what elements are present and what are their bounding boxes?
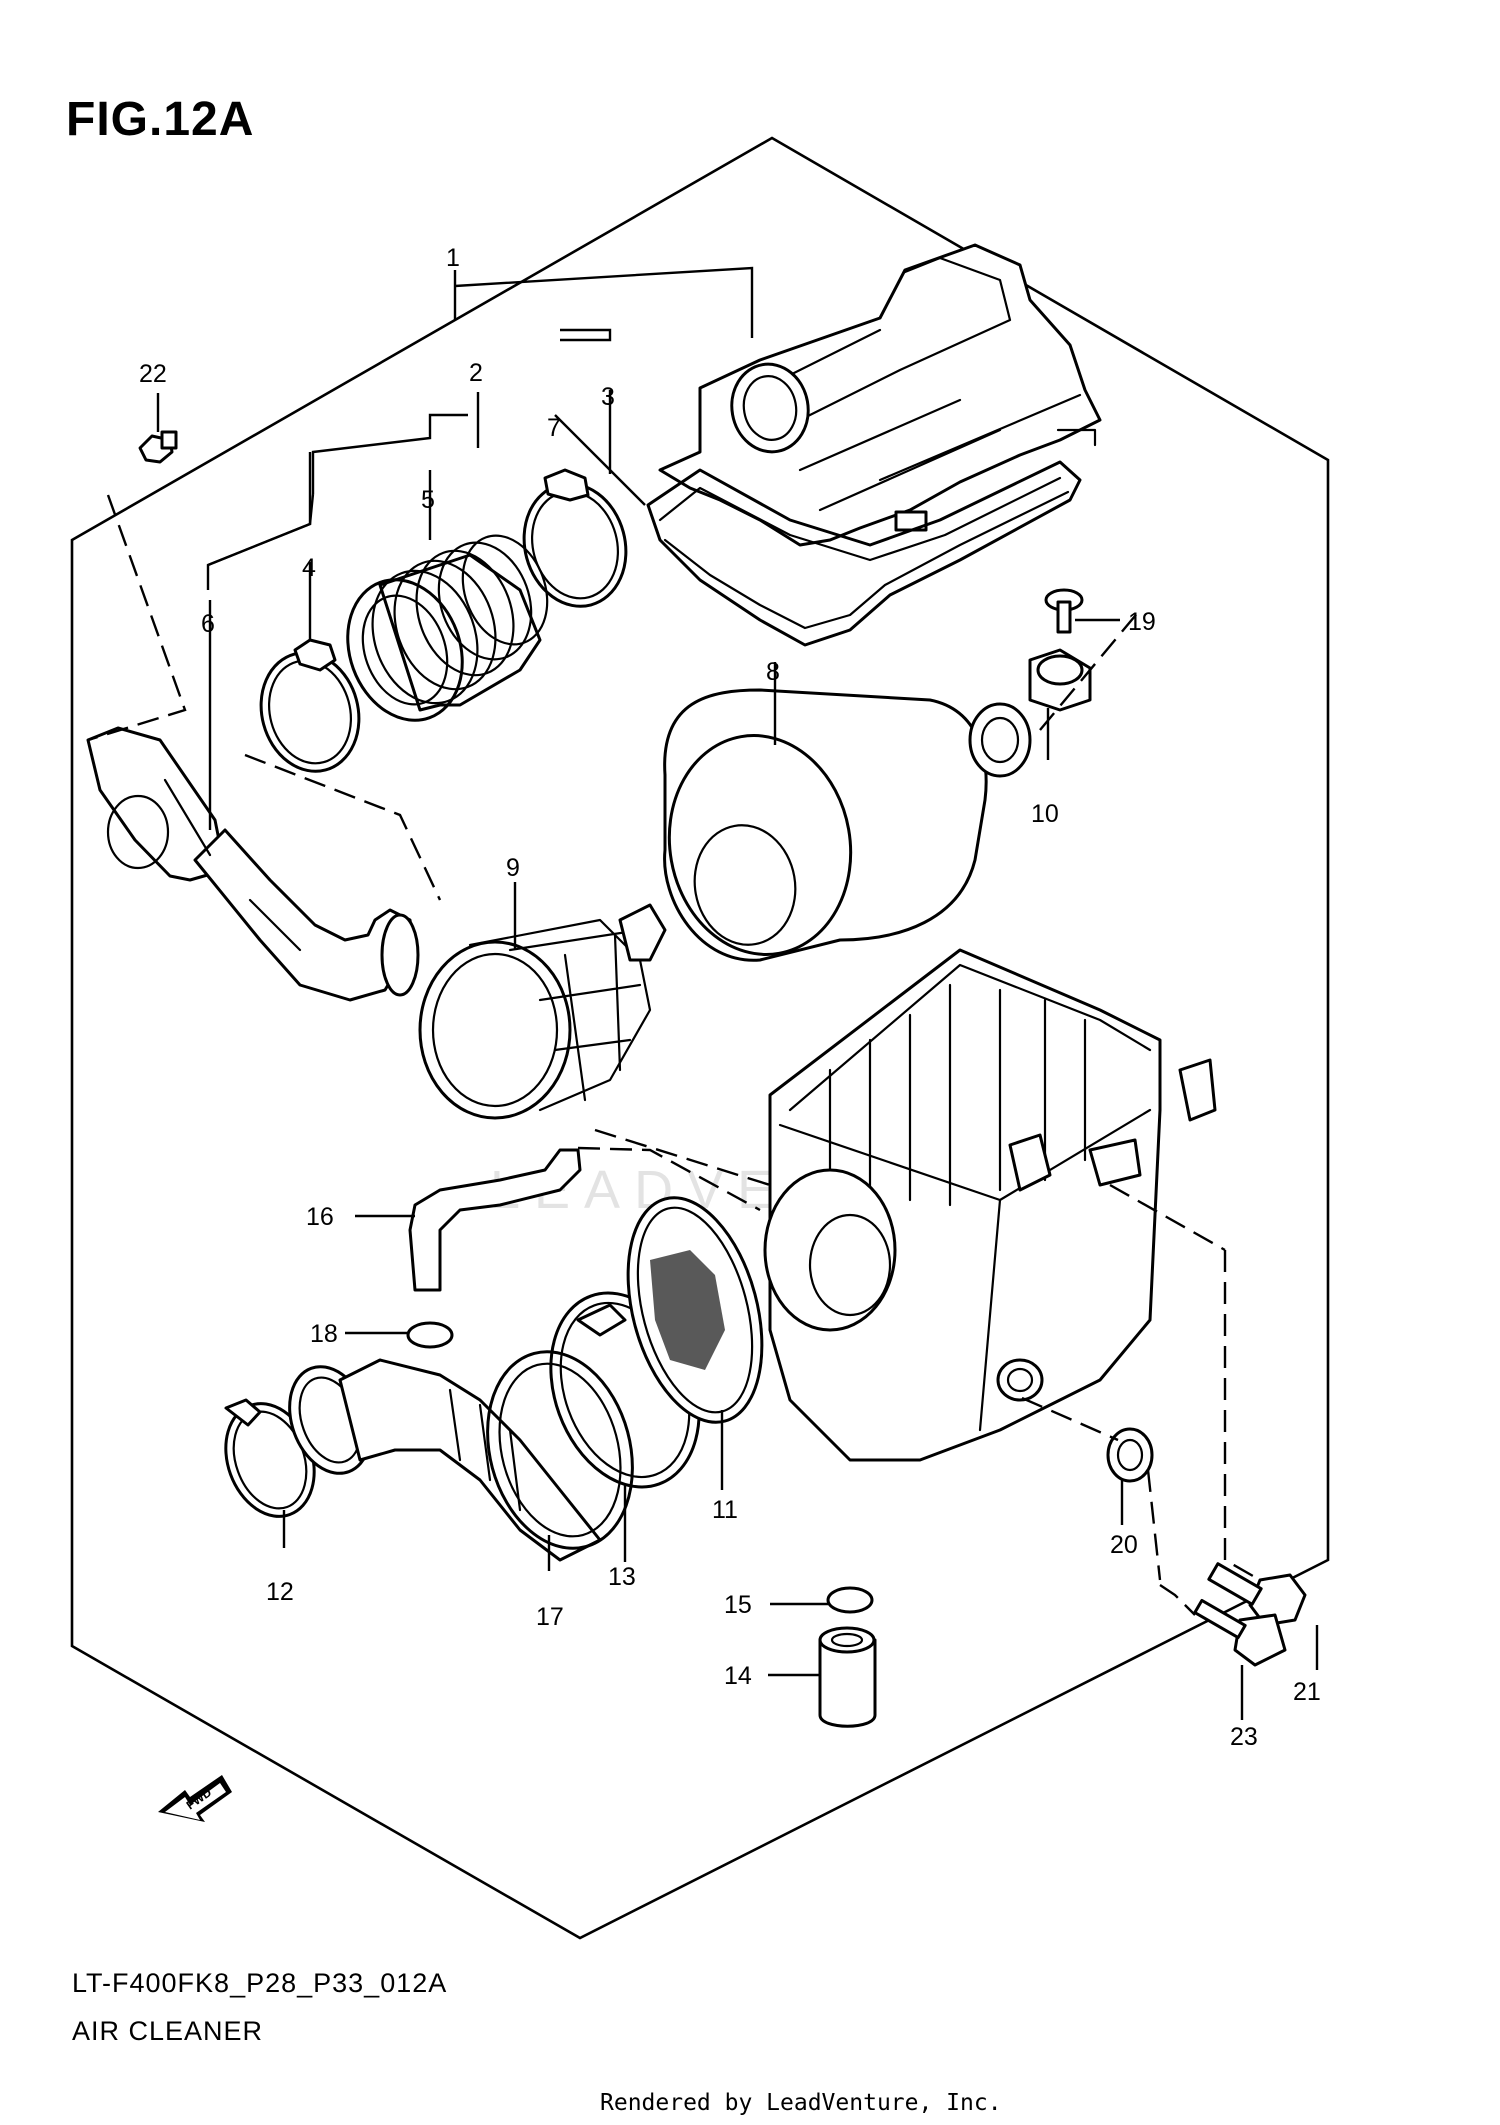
- callout-21: 21: [1293, 1678, 1321, 1706]
- callout-12: 12: [266, 1578, 294, 1606]
- air-cleaner-cap: [658, 243, 1102, 547]
- callout-7: 7: [547, 414, 561, 442]
- breather-hose: [408, 1148, 582, 1292]
- figure-title: FIG.12A: [66, 93, 255, 146]
- callout-18: 18: [310, 1320, 338, 1348]
- fwd-arrow: FWD: [158, 1775, 232, 1822]
- corrugated-boot: [346, 534, 549, 722]
- drain-tube: [818, 1626, 877, 1728]
- clip-15: [826, 1586, 874, 1614]
- callout-9: 9: [506, 854, 520, 882]
- callout-14: 14: [724, 1662, 752, 1690]
- callout-23: 23: [1230, 1723, 1258, 1751]
- clamp-small: [259, 638, 361, 773]
- callout-11: 11: [712, 1496, 738, 1524]
- bolt-21: [1207, 1562, 1307, 1627]
- clamp-large: [522, 468, 628, 608]
- grommet-20: [1106, 1427, 1154, 1483]
- callout-1: 1: [446, 244, 460, 272]
- intake-boot: [288, 1350, 634, 1562]
- callout-3: 3: [601, 383, 615, 411]
- render-credit: Rendered by LeadVenture, Inc.: [600, 2090, 1002, 2116]
- dashed-guides: [87, 494, 1261, 1616]
- bracket-1: [454, 266, 754, 338]
- push-rivet: [138, 430, 178, 464]
- callout-15: 15: [724, 1591, 752, 1619]
- bracket-6: [206, 493, 315, 590]
- bolt-23: [1193, 1598, 1287, 1667]
- screw: [1044, 588, 1084, 634]
- callout-2: 2: [469, 359, 483, 387]
- clip-18: [406, 1321, 454, 1349]
- callout-4: 4: [302, 554, 316, 582]
- cap-seal-inner: [658, 476, 1070, 630]
- intake-duct: [86, 726, 420, 1002]
- leader-lines: [156, 270, 1319, 1720]
- diagram-name: AIR CLEANER: [72, 2016, 264, 2046]
- air-cleaner-case: [763, 948, 1217, 1462]
- bracket-4-5: [560, 328, 612, 342]
- bracket-top: [207, 452, 312, 567]
- filter-cage: [418, 903, 667, 1120]
- callout-22: 22: [139, 360, 167, 388]
- callout-13: 13: [608, 1563, 636, 1591]
- callouts: 1 2 3 4 5 6 7 8 9 10 11 12 13 14 15 16 1…: [139, 244, 1321, 1751]
- callout-5: 5: [421, 486, 435, 514]
- cap-seal: [646, 460, 1082, 647]
- drain-valve: [968, 648, 1092, 778]
- bracket-2: [311, 413, 468, 494]
- assembly-frame: [70, 136, 1330, 1940]
- callout-6: 6: [201, 610, 215, 638]
- model-code: LT-F400FK8_P28_P33_012A: [72, 1968, 448, 1998]
- callout-17: 17: [536, 1603, 564, 1631]
- callout-8: 8: [766, 658, 780, 686]
- callout-16: 16: [306, 1203, 334, 1231]
- callout-10: 10: [1031, 800, 1059, 828]
- mesh-screen: [626, 1196, 764, 1424]
- callout-20: 20: [1110, 1531, 1138, 1559]
- callout-19: 19: [1128, 608, 1156, 636]
- filter-element: [663, 688, 988, 962]
